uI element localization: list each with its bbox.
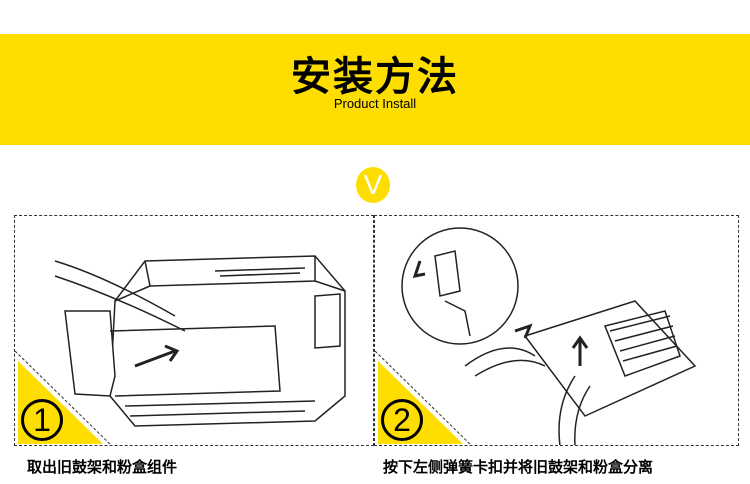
step-2-caption: 按下左侧弹簧卡扣并将旧鼓架和粉盒分离 (383, 458, 654, 476)
step-1-panel: 1 (14, 215, 374, 446)
printer-illustration (54, 255, 346, 427)
page-subtitle: Product Install (333, 96, 417, 111)
page-title: 安装方法 (291, 54, 459, 100)
step-2-panel: 2 (374, 215, 739, 446)
cartridge-illustration (401, 227, 697, 445)
step-number: 2 (381, 399, 423, 441)
step-number: 1 (21, 399, 63, 441)
v-badge: V (356, 167, 390, 203)
step-1-caption: 取出旧鼓架和粉盒组件 (27, 458, 178, 476)
header-band (0, 34, 750, 145)
